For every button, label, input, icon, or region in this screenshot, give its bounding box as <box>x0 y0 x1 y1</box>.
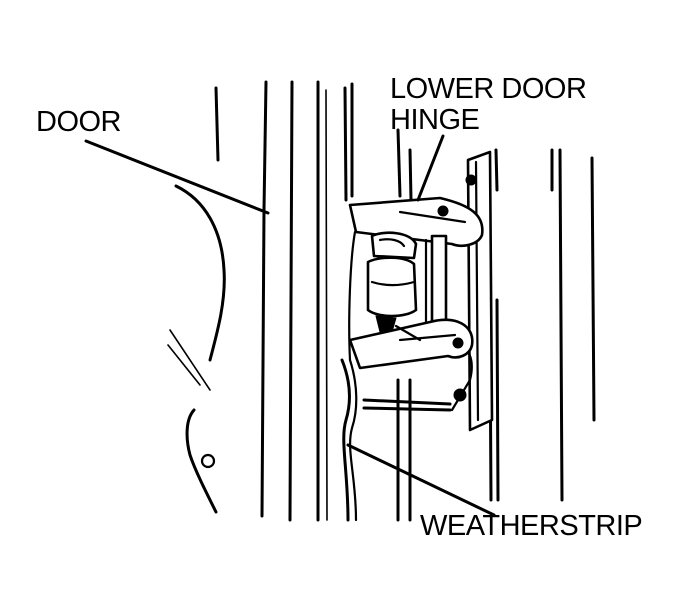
door-label: DOOR <box>36 106 122 138</box>
lower-door-hinge-label: LOWER DOOR HINGE <box>390 73 587 136</box>
hinge-pin <box>424 234 448 324</box>
hinge-lower-strap <box>348 318 474 370</box>
door-edge <box>260 80 328 522</box>
leader-lines <box>84 134 496 517</box>
hinge-leader-line <box>416 134 445 202</box>
weatherstrip-leader-line <box>346 443 496 517</box>
door-leader-line <box>84 139 270 215</box>
lower-door-hinge-label-line2: HINGE <box>390 104 480 136</box>
body-pillar <box>343 82 596 522</box>
hinge-pin-spring <box>366 231 418 333</box>
weatherstrip-seal <box>340 358 358 522</box>
weatherstrip-label: WEATHERSTRIP <box>420 510 643 542</box>
door-panel <box>167 86 226 514</box>
hinge-body-plate <box>448 150 494 432</box>
lower-door-hinge-label-line1: LOWER DOOR <box>390 73 587 105</box>
